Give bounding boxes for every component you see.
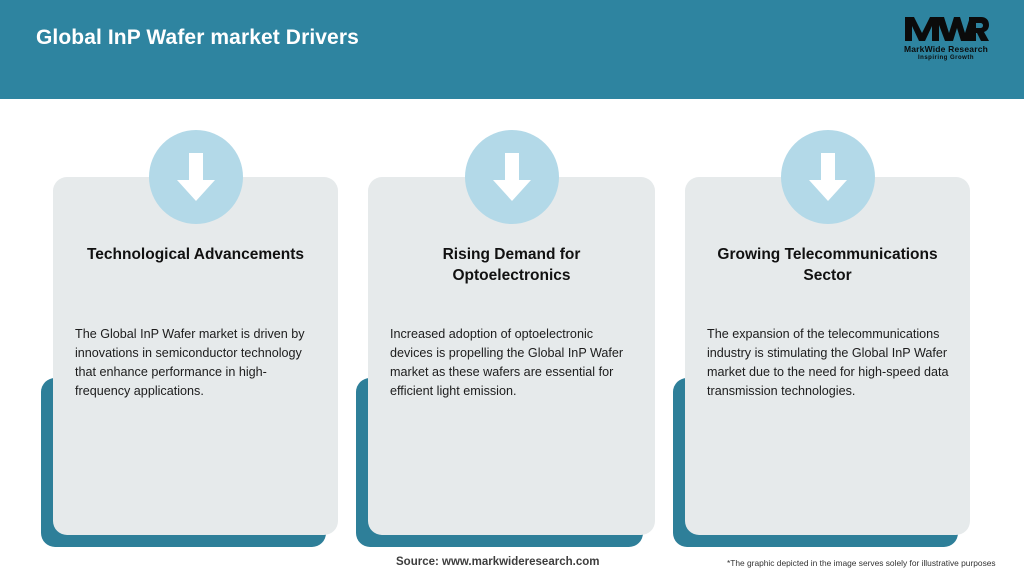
card-body-text: Increased adoption of optoelectronic dev… xyxy=(390,327,624,399)
driver-card-3: Growing Telecommunications Sector The ex… xyxy=(673,130,970,547)
header-bar: Global InP Wafer market Drivers MarkWide… xyxy=(0,0,1024,99)
driver-card-2: Rising Demand for Optoelectronics Increa… xyxy=(356,130,655,547)
logo-tagline: Inspiring Growth xyxy=(918,54,974,61)
mwr-logo-icon xyxy=(905,16,989,41)
logo-company-name: MarkWide Research xyxy=(903,43,989,54)
card-title: Rising Demand for Optoelectronics xyxy=(442,246,581,284)
disclaimer-note: *The graphic depicted in the image serve… xyxy=(727,558,996,568)
source-label: Source: www.markwideresearch.com xyxy=(396,556,600,568)
card-title: Growing Telecommunications Sector xyxy=(717,246,938,284)
brand-logo: MarkWide Research Inspiring Growth xyxy=(890,8,1002,66)
down-arrow-icon xyxy=(148,130,243,224)
card-title: Technological Advancements xyxy=(86,246,305,263)
card-surface: Technological Advancements The Global In… xyxy=(53,130,338,535)
down-arrow-icon xyxy=(464,130,559,224)
card-body-text: The expansion of the telecommunications … xyxy=(707,327,949,399)
driver-card-1: Technological Advancements The Global In… xyxy=(41,130,338,547)
down-arrow-glyph xyxy=(808,153,847,201)
card-body-text: The Global InP Wafer market is driven by… xyxy=(75,327,305,399)
down-arrow-glyph xyxy=(492,153,531,201)
down-arrow-glyph xyxy=(176,153,215,201)
down-arrow-icon xyxy=(780,130,875,224)
card-surface: Growing Telecommunications Sector The ex… xyxy=(685,130,970,535)
card-surface: Rising Demand for Optoelectronics Increa… xyxy=(368,130,655,535)
page-title: Global InP Wafer market Drivers xyxy=(36,26,359,49)
